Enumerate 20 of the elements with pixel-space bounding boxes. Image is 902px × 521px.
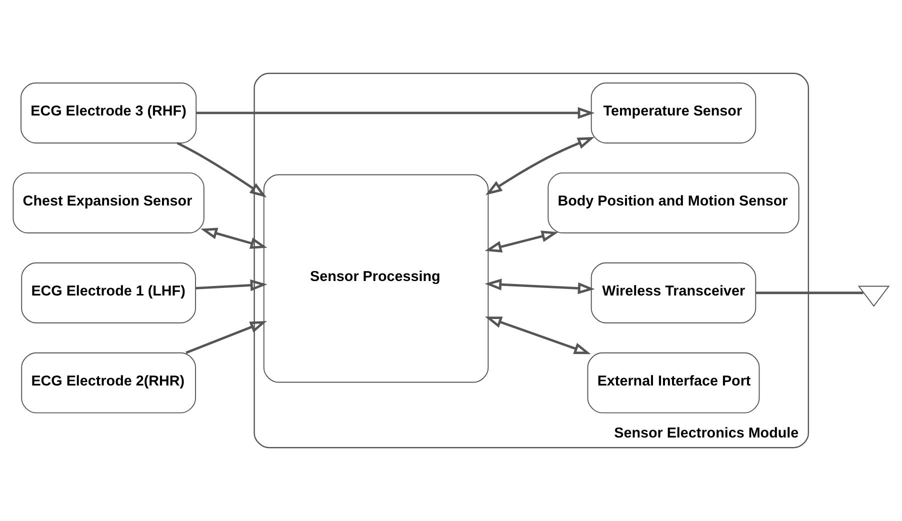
arrow [485,137,594,196]
node-box: ECG Electrode 1 (LHF) [21,262,196,324]
node-box: ECG Electrode 2(RHR) [21,352,196,414]
node-box: Chest Expansion Sensor [12,172,204,234]
node-box: Body Position and Motion Sensor [548,172,800,234]
node-box: Wireless Transceiver [590,262,756,324]
arrow [484,316,591,354]
arrow [484,278,595,294]
arrow [196,107,595,119]
arrow [176,142,267,198]
node-antenna [858,286,890,307]
node-box: External Interface Port [587,352,760,414]
arrow [484,230,558,252]
arrow [196,279,268,292]
node-box: ECG Electrode 3 (RHF) [20,82,197,144]
connector [756,292,864,294]
arrow [200,228,268,249]
node-box: Sensor Processing [263,174,489,383]
node-box: Temperature Sensor [590,82,756,144]
arrow [186,320,267,354]
